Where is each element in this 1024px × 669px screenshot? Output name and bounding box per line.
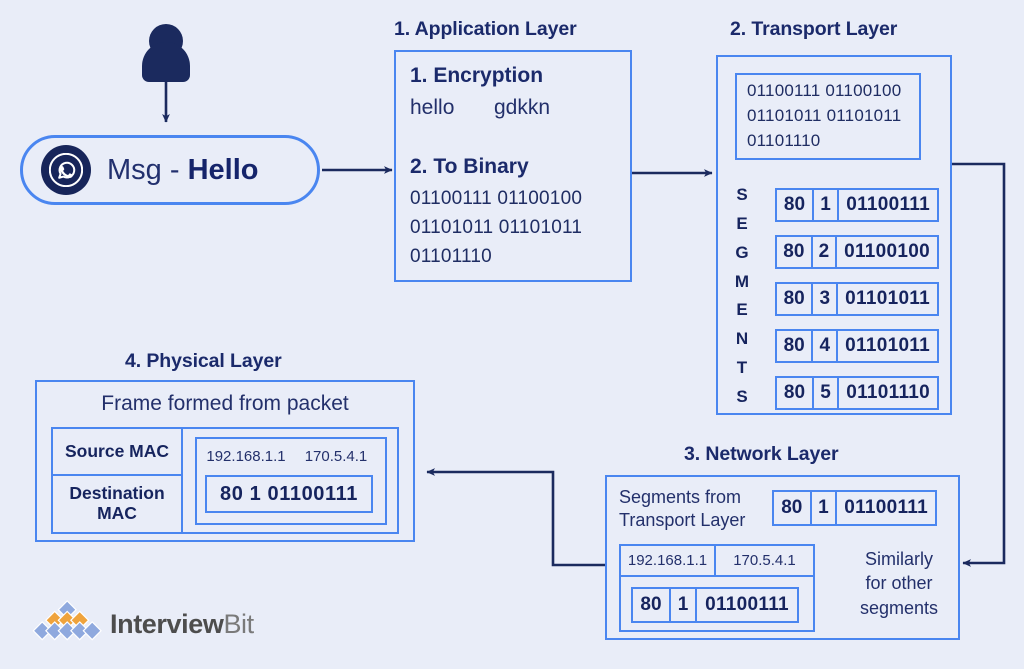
transport-binary-line-2: 01101011 01101011 <box>747 106 902 125</box>
to-binary-step-title: 2. To Binary <box>410 155 529 178</box>
frame-caption: Frame formed from packet <box>101 392 349 415</box>
network-packet-segment: 80 1 01100111 <box>631 587 799 623</box>
segments-vertical-label: S E G M E N T S <box>734 185 750 406</box>
transport-layer-box: 01100111 01100100 01101011 01101011 0110… <box>716 55 952 415</box>
segment-data: 01100111 <box>705 594 789 615</box>
network-incoming-label-line1: Segments from <box>619 487 742 507</box>
whatsapp-icon <box>41 145 91 195</box>
network-incoming-segment: 80 1 01100111 <box>772 490 937 526</box>
application-layer-title: 1. Application Layer <box>394 18 577 40</box>
transport-segment-row: 80 1 01100111 <box>775 188 939 222</box>
encryption-step-title: 1. Encryption <box>410 64 544 87</box>
transport-segment-row: 80 3 01101011 <box>775 282 939 316</box>
ciphertext-value: gdkkn <box>494 96 551 119</box>
network-similarly-note: Similarly for other segments <box>845 547 953 620</box>
segment-seq: 3 <box>813 284 839 314</box>
interviewbit-diamond-logo-icon <box>32 600 102 641</box>
transport-binary-line-3: 01101110 <box>747 131 821 150</box>
network-layer-box: Segments from Transport Layer 80 1 01100… <box>605 475 960 640</box>
segment-port: 80 <box>777 237 813 267</box>
message-prefix: Msg - <box>107 153 188 186</box>
user-icon <box>142 24 190 82</box>
destination-mac-line2: MAC <box>97 503 137 523</box>
physical-layer-box: Frame formed from packet Source MAC Dest… <box>35 380 415 542</box>
message-pill[interactable]: Msg - Hello <box>20 135 320 205</box>
source-mac-label: Source MAC <box>53 429 183 476</box>
message-body: Hello <box>187 153 259 186</box>
segment-data: 01101011 <box>845 288 930 309</box>
segment-port: 80 <box>777 378 814 408</box>
network-packet-box: 192.168.1.1 170.5.4.1 80 1 01100111 <box>619 544 815 632</box>
transport-segment-row: 80 5 01101110 <box>775 376 939 410</box>
interviewbit-wordmark: InterviewBit <box>110 609 254 640</box>
transport-binary-box: 01100111 01100100 01101011 01101011 0110… <box>735 73 921 160</box>
segment-data: 01101011 <box>845 335 930 356</box>
message-label: Msg - Hello <box>107 154 258 187</box>
physical-layer-title: 4. Physical Layer <box>125 350 282 372</box>
packet-dest-ip: 170.5.4.1 <box>716 546 813 577</box>
transport-layer-title: 2. Transport Layer <box>730 18 898 40</box>
app-binary-line-3: 01101110 <box>410 246 492 267</box>
network-layer-title: 3. Network Layer <box>684 443 839 465</box>
arrow-network-to-physical <box>426 468 605 567</box>
segment-seq: 1 <box>671 589 697 621</box>
transport-segment-row: 80 4 01101011 <box>775 329 939 363</box>
logo-name-light: Bit <box>223 608 254 639</box>
segment-data: 01101110 <box>846 382 930 403</box>
segment-port: 80 <box>774 492 812 524</box>
similarly-note-line2: for other <box>865 573 933 594</box>
segment-seq: 4 <box>813 331 839 361</box>
similarly-note-line3: segments <box>859 597 939 618</box>
interviewbit-logo[interactable]: InterviewBit <box>32 600 254 648</box>
frame-payload: 80 1 01100111 <box>205 475 373 513</box>
segment-seq: 1 <box>812 492 838 524</box>
network-incoming-label: Segments from Transport Layer <box>619 486 745 531</box>
packet-source-ip: 192.168.1.1 <box>621 546 716 577</box>
frame-box: Source MAC Destination MAC 192.168.1.1 1… <box>51 427 399 534</box>
network-incoming-label-line2: Transport Layer <box>619 509 746 530</box>
plaintext-value: hello <box>410 96 455 119</box>
transport-binary-line-1: 01100111 01100100 <box>747 81 902 100</box>
segment-port: 80 <box>777 331 814 361</box>
segment-seq: 2 <box>813 237 838 267</box>
logo-name-bold: Interview <box>110 608 224 639</box>
segment-data: 01100111 <box>846 194 930 215</box>
transport-segment-row: 80 2 01100100 <box>775 235 939 269</box>
frame-source-ip: 192.168.1.1 <box>206 447 286 465</box>
segment-port: 80 <box>633 589 671 621</box>
application-layer-box: 1. Encryption hello gdkkn 2. To Binary 0… <box>394 50 632 282</box>
frame-packet-box: 192.168.1.1 170.5.4.1 80 1 01100111 <box>195 437 387 525</box>
similarly-note-line1: Similarly <box>864 549 933 569</box>
segment-seq: 1 <box>814 190 840 220</box>
segment-data: 01100100 <box>844 241 930 262</box>
segment-port: 80 <box>777 284 814 314</box>
arrow-transport-to-network <box>952 162 1006 567</box>
destination-mac-line1: Destination <box>69 483 165 504</box>
app-binary-line-2: 01101011 01101011 <box>410 217 583 238</box>
segment-port: 80 <box>777 190 814 220</box>
segment-seq: 5 <box>814 378 840 408</box>
segment-data: 01100111 <box>844 497 928 518</box>
frame-dest-ip: 170.5.4.1 <box>304 447 368 465</box>
destination-mac-label: Destination MAC <box>53 476 183 532</box>
app-binary-line-1: 01100111 01100100 <box>410 188 583 209</box>
